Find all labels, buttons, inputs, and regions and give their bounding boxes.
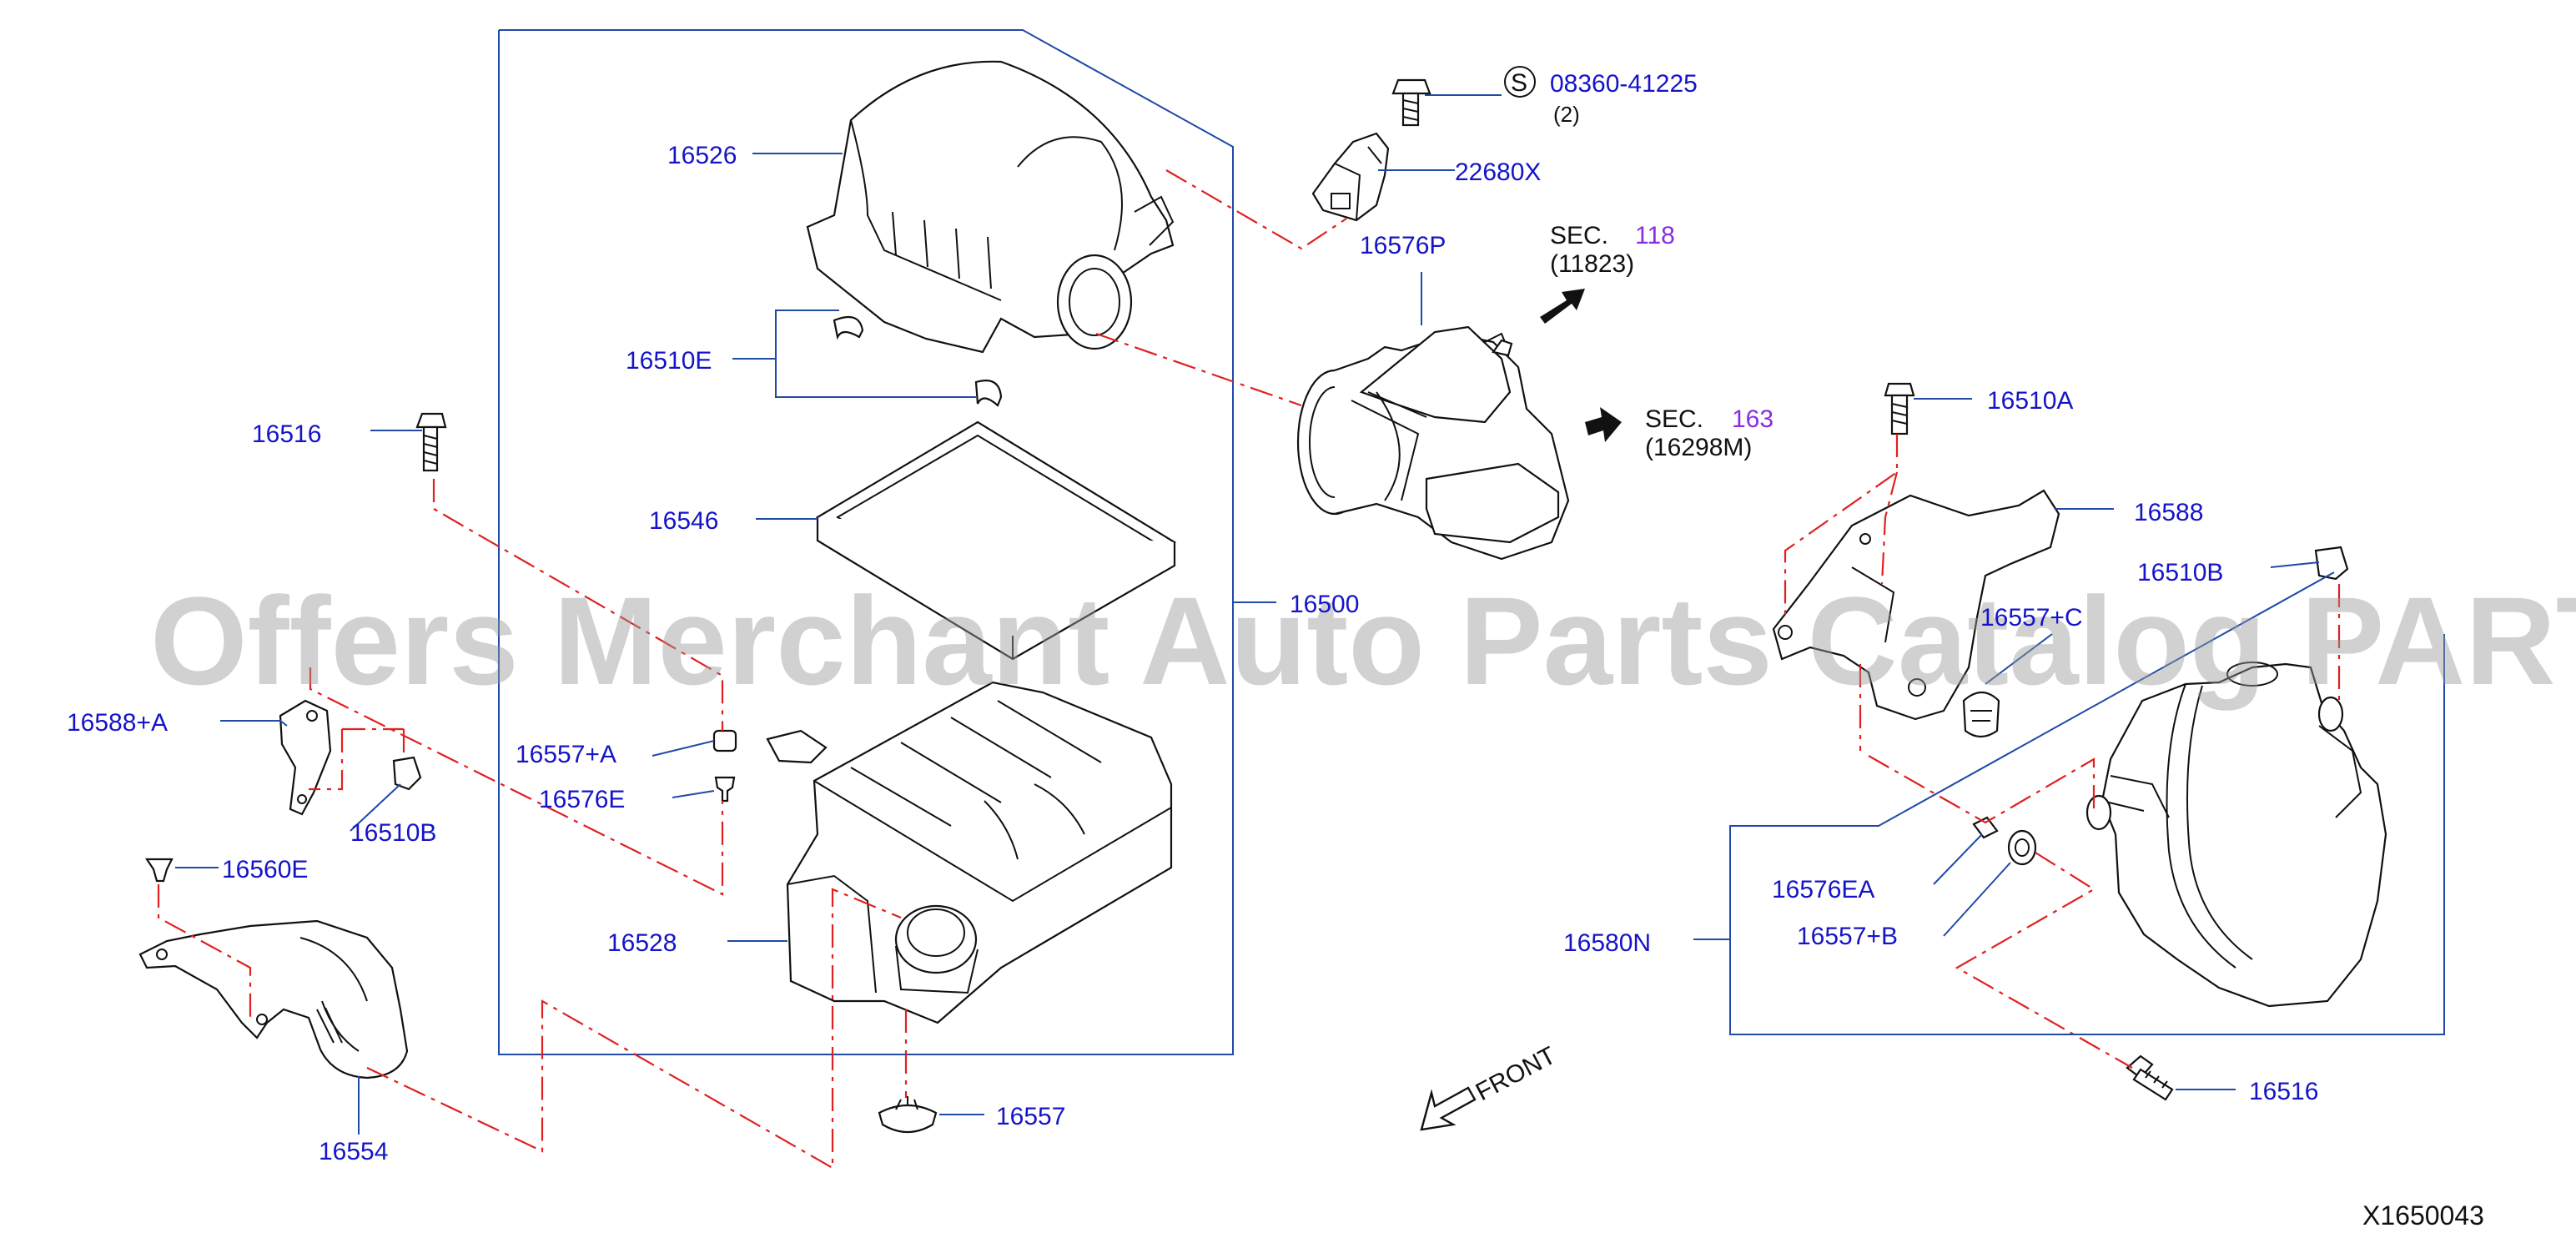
resonator-16580n-drawing (2085, 662, 2387, 1008)
assembly-frame-16500 (498, 29, 1276, 1055)
nut-16510b-left-drawing (392, 756, 422, 791)
label-16500[interactable]: 16500 (1290, 591, 1359, 618)
grommet-16557c-drawing (1962, 691, 2000, 738)
label-16588a[interactable]: 16588+A (67, 709, 168, 737)
screw-symbol-icon: S (1504, 66, 1536, 98)
nut-16510b-right-drawing (2314, 546, 2349, 581)
clip-16510e-drawing (833, 315, 1003, 407)
label-16560e[interactable]: 16560E (222, 856, 308, 883)
sec-163-ref: (16298M) (1645, 434, 1752, 461)
front-label: FRONT (1472, 1042, 1561, 1107)
label-16554[interactable]: 16554 (319, 1138, 388, 1165)
sec-118-ref: (11823) (1550, 250, 1634, 278)
label-16510a[interactable]: 16510A (1987, 387, 2073, 415)
label-16580n[interactable]: 16580N (1563, 929, 1651, 957)
label-16510b-right[interactable]: 16510B (2137, 559, 2223, 586)
label-16510b-left[interactable]: 16510B (350, 819, 436, 847)
label-16528[interactable]: 16528 (607, 929, 677, 957)
bolt-16510a-drawing (1884, 382, 1915, 435)
bolt-16516-left-drawing (415, 412, 447, 472)
watermark-text: Offers Merchant Auto Parts Catalog PARTS… (150, 571, 2576, 711)
label-16557c[interactable]: 16557+C (1980, 604, 2083, 632)
label-16576e[interactable]: 16576E (539, 786, 625, 813)
label-16576p[interactable]: 16576P (1360, 232, 1446, 259)
label-16576ea[interactable]: 16576EA (1772, 876, 1874, 903)
sec-118-label: SEC. (1550, 222, 1608, 249)
sec-163-arrow (1585, 407, 1622, 442)
label-16546[interactable]: 16546 (649, 507, 718, 535)
grommet-16557-drawing (878, 1096, 938, 1133)
label-16510e[interactable]: 16510E (626, 347, 712, 375)
upper-cover-16526-drawing (806, 60, 1175, 354)
label-16557b[interactable]: 16557+B (1797, 923, 1898, 950)
label-16516-right[interactable]: 16516 (2249, 1078, 2318, 1105)
alignment-lines (157, 169, 2341, 1170)
front-arrow (1420, 1086, 1477, 1131)
duct-16576p-drawing (1296, 325, 1570, 561)
label-16516-left[interactable]: 16516 (252, 420, 321, 448)
label-16588[interactable]: 16588 (2134, 499, 2203, 526)
sec-163-number[interactable]: 163 (1732, 405, 1774, 433)
bracket-16588-drawing (1772, 489, 2060, 721)
label-08360-41225[interactable]: 08360-41225 (1550, 70, 1698, 98)
pin-16576e-drawing (714, 776, 736, 803)
screw-08360-drawing (1391, 78, 1431, 127)
bolt-16516-right-drawing (2126, 1054, 2174, 1101)
label-16526[interactable]: 16526 (667, 142, 737, 169)
sec-163-label: SEC. (1645, 405, 1703, 433)
clip-16560e-drawing (144, 858, 174, 883)
label-16557[interactable]: 16557 (996, 1103, 1065, 1130)
screw-symbol: S (1511, 69, 1527, 97)
sensor-22680x-drawing (1311, 132, 1390, 222)
leader-lines (175, 94, 2445, 1135)
label-16557a[interactable]: 16557+A (516, 741, 616, 768)
label-22680x[interactable]: 22680X (1455, 159, 1541, 186)
sec-118-arrow (1540, 289, 1585, 324)
lower-case-16528-drawing (766, 681, 1173, 1024)
grommet-16557a-drawing (712, 729, 737, 752)
diagram-id: X1650043 (2362, 1200, 2484, 1230)
duct-16554-drawing (138, 919, 409, 1079)
bracket-16588a-drawing (279, 699, 332, 816)
pin-16576ea-drawing (1972, 816, 1999, 839)
screw-qty: (2) (1553, 102, 1580, 127)
grommet-16557b-drawing (2007, 829, 2037, 866)
filter-16546-drawing (815, 420, 1177, 661)
sec-118-number[interactable]: 118 (1635, 222, 1675, 249)
